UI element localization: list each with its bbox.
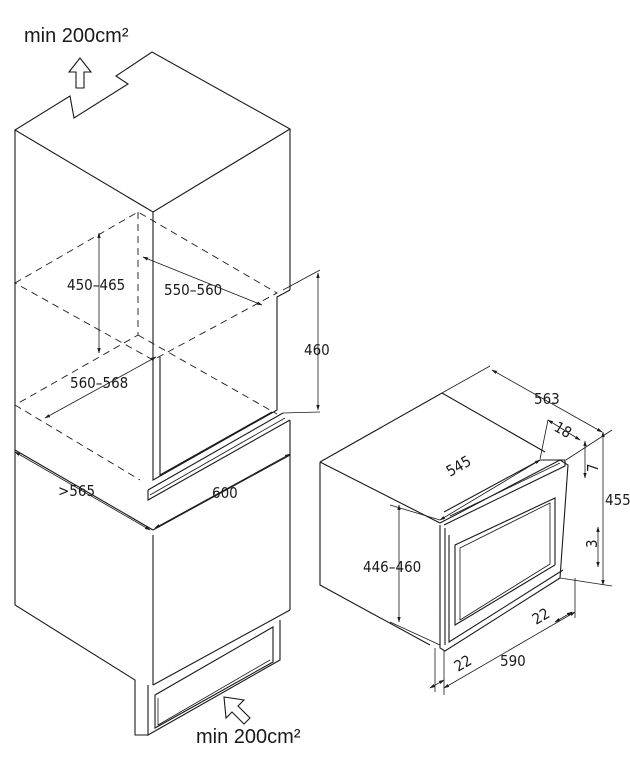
top-vent-label: min 200cm²	[24, 25, 129, 47]
body-depth-label: 545	[443, 452, 474, 480]
overall-width-label: 590	[500, 652, 526, 670]
left-margin-label: 22	[451, 651, 475, 675]
tall-cabinet	[13, 51, 292, 736]
appliance-dimension-lines	[389, 365, 613, 695]
niche-width-label: 550–560	[164, 281, 222, 299]
right-margin-label: 22	[529, 604, 553, 628]
front-depth-label: 18	[551, 418, 575, 442]
up-arrow-icon	[67, 57, 93, 89]
top-offset-label: 7	[584, 463, 602, 472]
overall-height-label: 455	[605, 491, 630, 509]
body-height-label: 446–460	[363, 558, 421, 576]
bottom-vent-label: min 200cm²	[196, 726, 301, 748]
niche-depth-label: 450–465	[67, 276, 125, 294]
cabinet-width-label: 600	[212, 484, 238, 502]
diagonal-arrow-icon	[223, 696, 251, 725]
overall-depth-label: 563	[534, 390, 560, 408]
cabinet-dimension-lines	[14, 232, 321, 531]
cabinet-depth-label: >565	[58, 482, 95, 500]
base-depth-label: 560–568	[70, 374, 128, 392]
bottom-offset-label: 3	[583, 539, 601, 548]
niche-height-label: 460	[304, 341, 330, 359]
